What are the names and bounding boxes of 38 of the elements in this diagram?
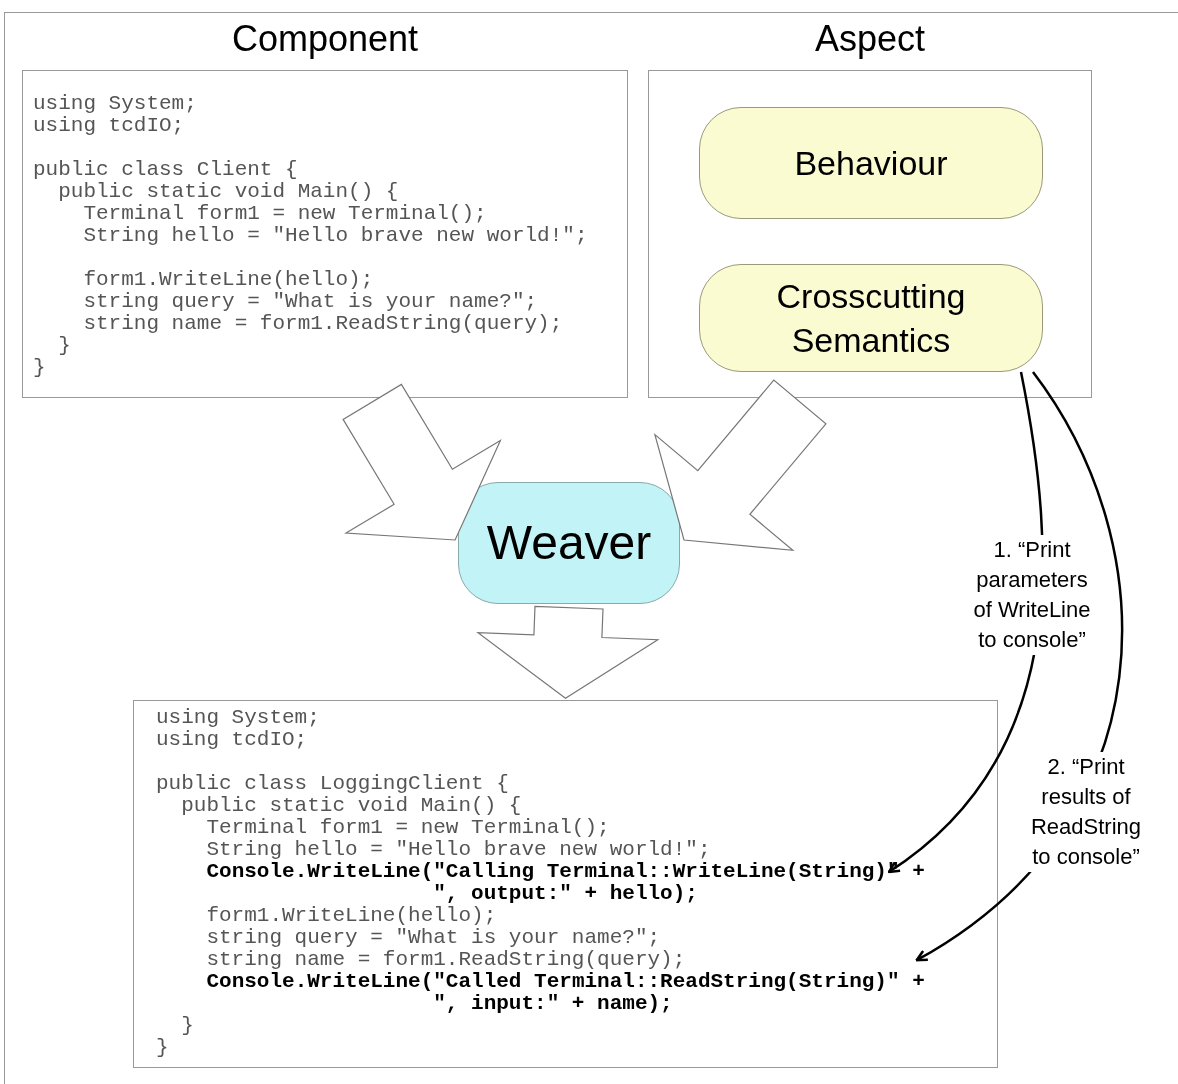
code-line: public static void Main() { bbox=[180, 795, 522, 817]
code-line: string query = "What is your name?"; bbox=[82, 291, 538, 313]
code-line: String hello = "Hello brave new world!"; bbox=[205, 839, 711, 861]
code-line: } bbox=[33, 357, 46, 379]
code-line: ", input:" + name); bbox=[432, 993, 673, 1015]
block-arrow bbox=[653, 379, 827, 552]
code-line: string query = "What is your name?"; bbox=[205, 927, 661, 949]
code-line: String hello = "Hello brave new world!"; bbox=[82, 225, 588, 247]
code-line: } bbox=[156, 1037, 169, 1059]
box-label: Weaver bbox=[485, 514, 653, 571]
code-line: public static void Main() { bbox=[57, 181, 399, 203]
code-line: using System; bbox=[33, 93, 197, 115]
block-arrow bbox=[476, 605, 660, 699]
code-line: public class Client { bbox=[33, 159, 298, 181]
code-line: using tcdIO; bbox=[33, 115, 185, 137]
code-panel bbox=[133, 700, 998, 1068]
code-line: Terminal form1 = new Terminal(); bbox=[205, 817, 610, 839]
code-line: Terminal form1 = new Terminal(); bbox=[82, 203, 487, 225]
panel-heading: Aspect bbox=[814, 18, 926, 60]
code-line: ", output:" + hello); bbox=[432, 883, 698, 905]
code-line: } bbox=[180, 1015, 194, 1037]
block-arrow bbox=[342, 383, 502, 541]
code-line: string name = form1.ReadString(query); bbox=[82, 313, 563, 335]
code-line: public class LoggingClient { bbox=[156, 773, 509, 795]
code-line: form1.WriteLine(hello); bbox=[205, 905, 497, 927]
box-label: Behaviour bbox=[793, 142, 949, 184]
code-line: Console.WriteLine("Called Terminal::ReadString(String)" + bbox=[205, 971, 925, 993]
code-line: string name = form1.ReadString(query); bbox=[205, 949, 686, 971]
code-line: Console.WriteLine("Calling Terminal::WriteLine(String)" + bbox=[205, 861, 925, 883]
rounded-box bbox=[458, 482, 680, 604]
box-label: Crosscutting Semantics bbox=[775, 275, 967, 361]
panel-heading: Component bbox=[231, 18, 419, 60]
code-line: form1.WriteLine(hello); bbox=[82, 269, 374, 291]
code-line: using tcdIO; bbox=[156, 729, 308, 751]
code-line: } bbox=[57, 335, 71, 357]
code-line: using System; bbox=[156, 707, 320, 729]
rounded-box bbox=[699, 107, 1043, 219]
rounded-box bbox=[699, 264, 1043, 372]
